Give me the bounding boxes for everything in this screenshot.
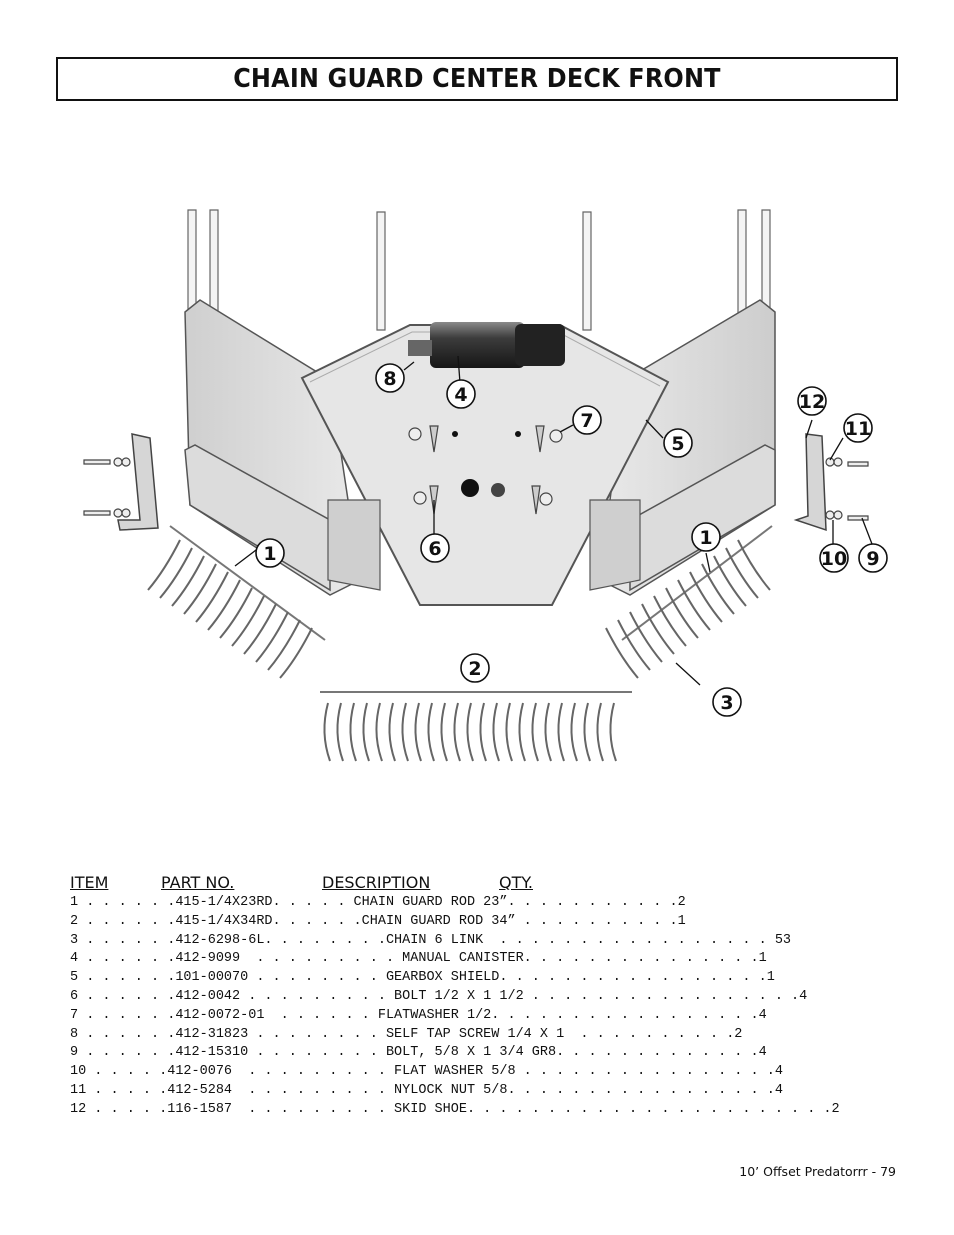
callout-12: 12: [797, 386, 827, 416]
callout-5: 5: [663, 428, 693, 458]
svg-text:1: 1: [263, 543, 276, 565]
hardware: [83, 425, 869, 521]
svg-text:10: 10: [821, 548, 847, 570]
parts-row: 7 . . . . . .412-0072-01 . . . . . . FLA…: [70, 1007, 767, 1023]
exploded-parts-diagram: 8 4 7 5 12 11 1 6 1 10 9 2 3: [83, 209, 888, 762]
callout-6: 6: [420, 533, 450, 563]
parts-row: 4 . . . . . .412-9099 . . . . . . . . . …: [70, 951, 767, 967]
callout-10: 10: [819, 543, 849, 573]
header-qty: QTY.: [499, 873, 533, 892]
page-title: CHAIN GUARD CENTER DECK FRONT: [233, 64, 721, 94]
callout-3: 3: [712, 687, 742, 717]
parts-row: 9 . . . . . .412-15310 . . . . . . . . B…: [70, 1045, 767, 1061]
svg-text:8: 8: [383, 368, 396, 390]
svg-text:6: 6: [428, 538, 441, 560]
callout-4: 4: [446, 379, 476, 409]
chains-left: [147, 539, 313, 679]
svg-text:4: 4: [454, 384, 467, 406]
parts-row: 2 . . . . . .415-1/4X34RD. . . . . .CHAI…: [70, 913, 686, 929]
svg-text:12: 12: [799, 391, 825, 413]
deck-frame: [187, 209, 771, 341]
header-description: DESCRIPTION: [322, 873, 431, 892]
parts-row: 11 . . . . .412-5284 . . . . . . . . . N…: [70, 1082, 783, 1098]
svg-text:7: 7: [580, 410, 593, 432]
svg-text:2: 2: [468, 658, 481, 680]
header-item: ITEM: [70, 873, 109, 892]
callout-1-left: 1: [255, 538, 285, 568]
svg-text:11: 11: [845, 418, 871, 440]
chains-right: [605, 539, 771, 679]
svg-text:5: 5: [671, 433, 684, 455]
title-box: CHAIN GUARD CENTER DECK FRONT: [56, 57, 898, 101]
chains-center: [323, 702, 617, 762]
parts-row: 8 . . . . . .412-31823 . . . . . . . . S…: [70, 1026, 743, 1042]
parts-header: ITEM PART NO. DESCRIPTION QTY.: [70, 873, 540, 894]
svg-text:1: 1: [699, 527, 712, 549]
svg-text:9: 9: [866, 548, 879, 570]
svg-text:3: 3: [720, 692, 733, 714]
parts-row: 6 . . . . . .412-0042 . . . . . . . . . …: [70, 988, 808, 1004]
parts-row: 1 . . . . . .415-1/4X23RD. . . . . CHAIN…: [70, 895, 686, 910]
manual-canister: [408, 322, 565, 368]
parts-list: ITEM PART NO. DESCRIPTION QTY. 1 . . . .…: [70, 873, 840, 1120]
parts-row: 12 . . . . .116-1587 . . . . . . . . . S…: [70, 1101, 840, 1117]
leader-lines: [234, 355, 873, 686]
callout-11: 11: [843, 413, 873, 443]
skid-shoes: [117, 433, 827, 532]
parts-row: 10 . . . . .412-0076 . . . . . . . . . F…: [70, 1064, 783, 1080]
callouts: 8 4 7 5 12 11 1 6 1 10 9 2 3: [255, 363, 888, 717]
parts-row: 3 . . . . . .412-6298-6L. . . . . . . .C…: [70, 932, 792, 948]
callout-7: 7: [572, 405, 602, 435]
callout-1-right: 1: [691, 522, 721, 552]
callout-9: 9: [858, 543, 888, 573]
page-footer: 10’ Offset Predatorrr - 79: [739, 1164, 896, 1179]
parts-row: 5 . . . . . .101-00070 . . . . . . . . G…: [70, 970, 775, 986]
header-part-no: PART NO.: [161, 873, 235, 892]
callout-8: 8: [375, 363, 405, 393]
callout-2: 2: [460, 653, 490, 683]
